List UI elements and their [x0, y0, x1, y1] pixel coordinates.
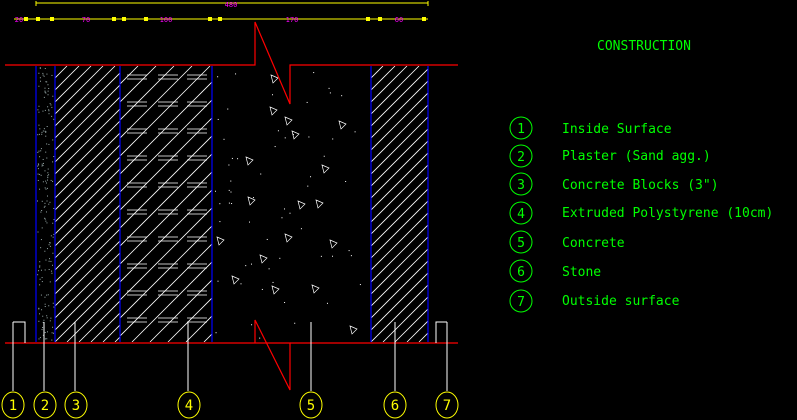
legend-item-2-label: Plaster (Sand agg.)	[562, 149, 711, 164]
surface-markers	[13, 321, 447, 343]
legend-item-7-num: 7	[517, 295, 525, 310]
callout-7-num: 7	[443, 398, 451, 414]
dimension-seg-3: 100	[160, 16, 173, 24]
legend-item-3-num: 3	[517, 178, 525, 193]
callout-6: 6	[383, 391, 407, 419]
callout-2-num: 2	[41, 398, 49, 414]
legend-item-5-num: 5	[517, 236, 525, 251]
dimension-seg-5: 60	[395, 16, 403, 24]
legend-item-4-label: Extruded Polystyrene (10cm)	[562, 206, 773, 221]
legend-item-7: 7 Outside surface	[509, 289, 680, 313]
legend-item-6-label: Stone	[562, 265, 601, 280]
callout-1: 1	[1, 391, 25, 419]
dimension-seg-1: 20	[15, 16, 23, 24]
legend-item-2: 2 Plaster (Sand agg.)	[509, 144, 711, 168]
callouts	[12, 322, 448, 391]
legend-item-4-num: 4	[517, 207, 525, 222]
layer-polystyrene	[120, 66, 212, 342]
legend-item-6-num: 6	[517, 265, 525, 280]
layer-plaster	[37, 67, 55, 341]
dimension-line: 480 20 70 100 170 60	[14, 1, 429, 24]
dimension-seg-4: 170	[286, 16, 299, 24]
legend-item-5: 5 Concrete	[509, 230, 625, 254]
legend-item-7-label: Outside surface	[562, 294, 680, 309]
callout-3-num: 3	[72, 398, 80, 414]
callout-5: 5	[299, 391, 323, 419]
callout-1-num: 1	[9, 398, 17, 414]
legend-item-5-label: Concrete	[562, 236, 625, 251]
callout-7: 7	[435, 391, 459, 419]
legend-item-4: 4 Extruded Polystyrene (10cm)	[509, 201, 773, 225]
legend-item-1: 1 Inside Surface	[509, 116, 672, 140]
layer-boundaries	[35, 66, 429, 342]
layer-stone	[371, 66, 428, 342]
legend-item-1-num: 1	[517, 122, 525, 137]
callout-6-num: 6	[391, 398, 399, 414]
callout-balloons: 1 2 3 4 5 6 7	[1, 391, 459, 419]
callout-5-num: 5	[307, 398, 315, 414]
callout-3: 3	[64, 391, 88, 419]
legend-item-6: 6 Stone	[509, 259, 601, 283]
layer-concrete	[215, 72, 361, 339]
legend-item-1-label: Inside Surface	[562, 122, 672, 137]
callout-4-num: 4	[185, 398, 193, 414]
layer-concrete-blocks	[55, 66, 120, 342]
legend-item-3-label: Concrete Blocks (3")	[562, 178, 719, 193]
callout-2: 2	[33, 391, 57, 419]
diagram-title: CONSTRUCTION	[597, 39, 691, 54]
dimension-total: 480	[225, 1, 238, 9]
dimension-seg-2: 70	[82, 16, 90, 24]
wall-outline	[5, 21, 458, 391]
legend-item-3: 3 Concrete Blocks (3")	[509, 172, 719, 196]
legend-item-2-num: 2	[517, 150, 525, 165]
callout-4: 4	[177, 391, 201, 419]
